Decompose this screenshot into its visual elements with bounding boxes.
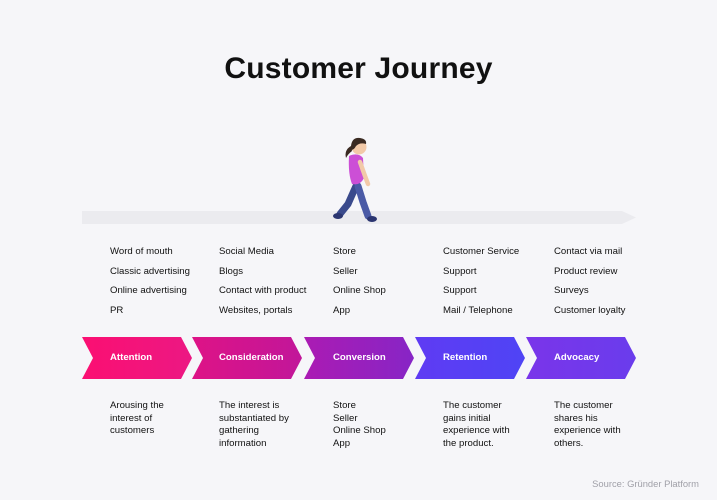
description-line: The interest is <box>219 400 280 411</box>
description-line: others. <box>554 437 584 449</box>
stage-description-advocacy: The customer shares his experience with … <box>554 400 664 450</box>
stage-chevron-advocacy <box>526 337 636 379</box>
source-credit: Source: Gründer Platform <box>592 478 699 489</box>
touchpoint-item: Seller <box>333 265 358 277</box>
description-line: The customer <box>443 400 502 411</box>
touchpoint-item: Customer loyalty <box>554 304 626 316</box>
touchpoint-item: App <box>333 304 351 316</box>
touchpoint-item: Mail / Telephone <box>443 304 513 316</box>
touchpoint-item: Classic advertising <box>110 265 190 277</box>
description-line: experience with <box>554 425 621 436</box>
stage-label-advocacy: Advocacy <box>554 352 600 363</box>
description-line: Seller <box>333 412 358 424</box>
description-line: substantiated by <box>219 412 289 424</box>
touchpoint-item: Support <box>443 285 477 297</box>
touchpoints-advocacy: Contact via mail Product review Surveys … <box>554 245 664 323</box>
touchpoints-consideration: Social Media Blogs Contact with product … <box>219 245 329 323</box>
touchpoint-item: Online advertising <box>110 285 187 297</box>
stage-description-attention: Arousing the interest of customers <box>110 400 220 438</box>
journey-track-arrow <box>82 211 636 224</box>
stage-description-retention: The customer gains initial experience wi… <box>443 400 553 450</box>
description-line: interest of <box>110 412 153 424</box>
stage-description-consideration: The interest is substantiated by gatheri… <box>219 400 329 450</box>
stage-label-consideration: Consideration <box>219 352 284 363</box>
stage-description-conversion: Store Seller Online Shop App <box>333 400 443 450</box>
touchpoint-item: Contact with product <box>219 285 307 297</box>
page-title: Customer Journey <box>224 52 493 85</box>
stage-label-retention: Retention <box>443 352 488 363</box>
touchpoint-item: Word of mouth <box>110 246 173 257</box>
description-line: customers <box>110 425 155 436</box>
touchpoint-item: Websites, portals <box>219 304 293 316</box>
description-line: Arousing the <box>110 400 164 411</box>
description-line: the product. <box>443 437 494 449</box>
touchpoint-item: Surveys <box>554 285 589 297</box>
stage-label-conversion: Conversion <box>333 352 386 363</box>
touchpoint-item: Contact via mail <box>554 246 623 257</box>
touchpoints-attention: Word of mouth Classic advertising Online… <box>110 245 220 323</box>
description-line: gathering <box>219 425 260 436</box>
touchpoint-item: PR <box>110 304 124 316</box>
stage-chevron-conversion <box>304 337 414 379</box>
touchpoint-item: Social Media <box>219 246 274 257</box>
touchpoint-item: Blogs <box>219 265 243 277</box>
description-line: shares his <box>554 412 598 424</box>
touchpoints-retention: Customer Service Support Support Mail / … <box>443 245 553 323</box>
stage-label-attention: Attention <box>110 352 153 363</box>
description-line: information <box>219 437 267 449</box>
touchpoints-conversion: Store Seller Online Shop App <box>333 245 443 323</box>
description-line: experience with <box>443 425 510 436</box>
touchpoint-item: Online Shop <box>333 285 386 297</box>
description-line: Store <box>333 400 356 411</box>
description-line: gains initial <box>443 412 491 424</box>
stage-chevron-attention <box>82 337 192 379</box>
stage-chevrons <box>82 337 636 379</box>
description-line: App <box>333 437 351 449</box>
touchpoint-item: Customer Service <box>443 246 520 257</box>
touchpoint-item: Support <box>443 265 477 277</box>
stage-chevron-retention <box>415 337 525 379</box>
description-line: The customer <box>554 400 613 411</box>
description-line: Online Shop <box>333 425 386 436</box>
touchpoint-item: Store <box>333 246 356 257</box>
walking-woman-icon <box>333 137 377 222</box>
touchpoint-item: Product review <box>554 265 618 277</box>
stage-chevron-consideration <box>192 337 302 379</box>
